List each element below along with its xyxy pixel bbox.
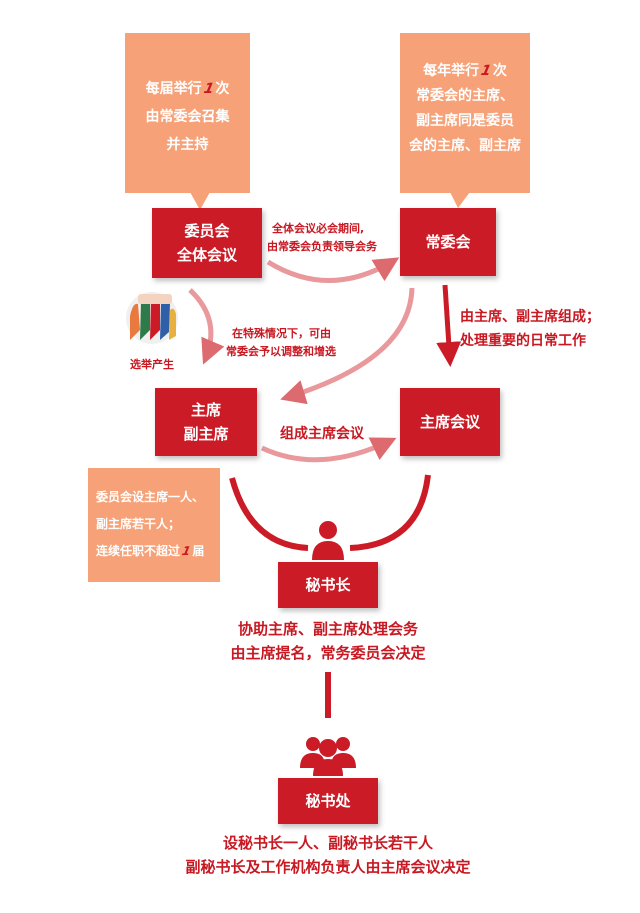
label-recess-line2: 由常委会负责领导会务 bbox=[267, 240, 377, 253]
arrow-standing-to-chair-meeting bbox=[436, 284, 462, 367]
callout-plenary-frequency: 每届举行1次 由常委会召集 并主持 bbox=[125, 33, 250, 193]
node-chair-meeting-label: 主席会议 bbox=[419, 413, 480, 431]
label-composed-line2: 处理重要的日常工作 bbox=[460, 333, 586, 349]
label-composed-line1: 由主席、副主席组成； bbox=[460, 309, 600, 325]
node-plenary-line1: 委员会 bbox=[184, 222, 230, 240]
arrow-chair-to-chair-meeting bbox=[260, 437, 397, 463]
callout-left-line3: 并主持 bbox=[166, 137, 209, 153]
callout-right-line1b: 次 bbox=[492, 63, 507, 79]
callout-right-line1a: 每年举行 bbox=[423, 63, 480, 79]
label-recess-line1: 全体会议必会期间, bbox=[272, 222, 365, 235]
callout-chair-terms: 委员会设主席一人、 副主席若干人； 连续任职不超过1届 bbox=[88, 468, 220, 582]
node-plenary-session: 委员会 全体会议 bbox=[152, 208, 262, 278]
arrow-plenary-to-standing bbox=[266, 257, 400, 283]
label-bottom-line2: 副秘书长及工作机构负责人由主席会议决定 bbox=[185, 858, 471, 876]
label-election: 选举产生 bbox=[130, 358, 174, 371]
node-secretariat: 秘书处 bbox=[278, 778, 378, 824]
callout-right-line2: 常委会的主席、 bbox=[416, 88, 514, 104]
callout-right-line3: 副主席同是委员 bbox=[416, 113, 514, 129]
node-chair: 主席 副主席 bbox=[155, 388, 257, 456]
callout-left-line1b: 次 bbox=[215, 81, 230, 97]
node-standing-committee: 常委会 bbox=[400, 208, 496, 276]
callout-chair-line3a: 连续任职不超过 bbox=[96, 544, 181, 558]
node-secretary-general: 秘书长 bbox=[278, 562, 378, 608]
label-assist-line1: 协助主席、副主席处理会务 bbox=[237, 620, 418, 638]
node-chair-line2: 副主席 bbox=[183, 425, 229, 443]
callout-standing-frequency: 每年举行1次 常委会的主席、 副主席同是委员 会的主席、副主席 bbox=[400, 33, 530, 193]
arrow-plenary-to-chair bbox=[188, 288, 225, 365]
arc-meeting-to-secretary bbox=[349, 474, 431, 551]
node-chair-line1: 主席 bbox=[190, 401, 221, 419]
callout-chair-line3b: 届 bbox=[192, 544, 205, 558]
label-assist-line2: 由主席提名，常务委员会决定 bbox=[230, 644, 426, 662]
node-plenary-line2: 全体会议 bbox=[176, 246, 237, 264]
callout-chair-line2: 副主席若干人； bbox=[96, 517, 181, 531]
callout-left-line1a: 每届举行 bbox=[145, 81, 202, 97]
arrow-standing-to-chair bbox=[280, 287, 415, 405]
callout-chair-line1: 委员会设主席一人、 bbox=[96, 490, 205, 504]
callout-right-mark: 1 bbox=[479, 63, 493, 79]
node-secretariat-label: 秘书处 bbox=[305, 792, 351, 810]
node-standing-label: 常委会 bbox=[425, 233, 471, 251]
node-chair-meeting: 主席会议 bbox=[400, 388, 500, 456]
label-bottom-line1: 设秘书长一人、副秘书长若干人 bbox=[222, 834, 433, 852]
label-special-line1: 在特殊情况下，可由 bbox=[232, 327, 331, 340]
arc-chair-to-secretary bbox=[229, 477, 309, 551]
callout-left-line2: 由常委会召集 bbox=[145, 109, 230, 125]
callout-right-line4: 会的主席、副主席 bbox=[409, 138, 521, 154]
callout-left-mark: 1 bbox=[201, 81, 216, 97]
label-form-meeting: 组成主席会议 bbox=[280, 426, 364, 442]
label-special-line2: 常委会予以调整和增选 bbox=[226, 345, 336, 358]
node-secretary-general-label: 秘书长 bbox=[305, 576, 351, 594]
